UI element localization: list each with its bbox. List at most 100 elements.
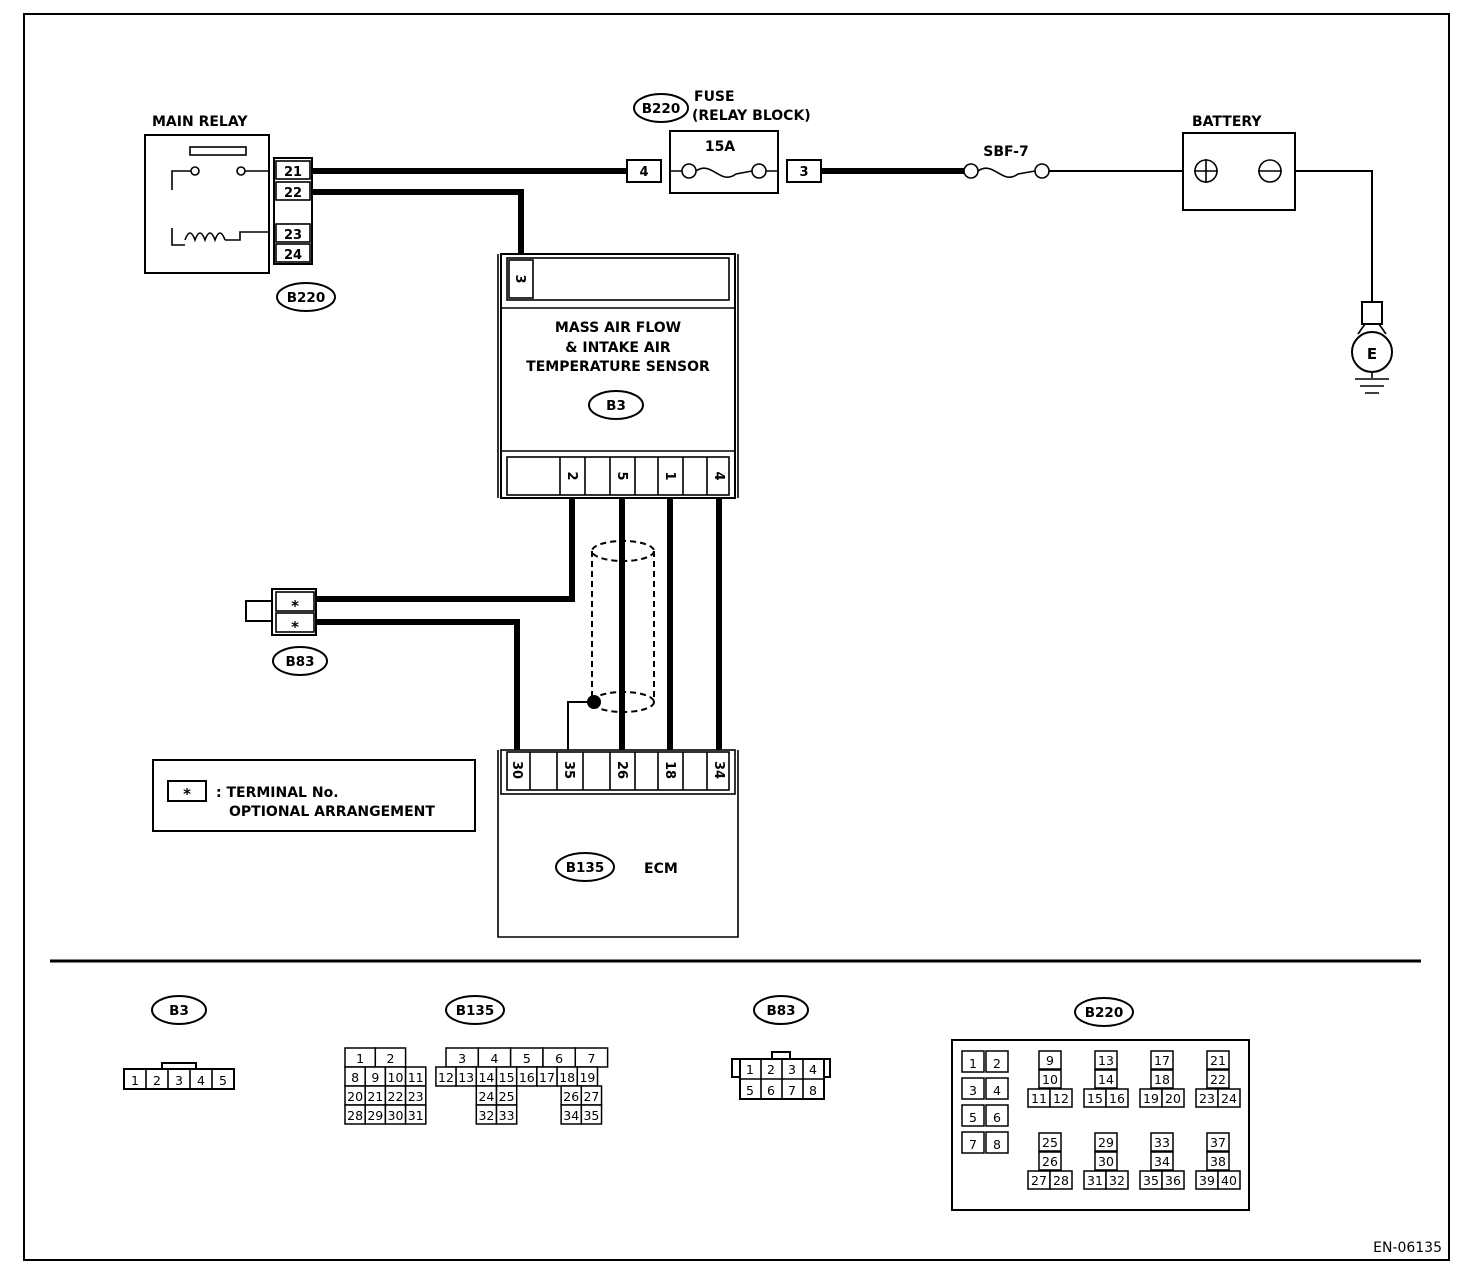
b135-view-pin-33-cell — [495, 1104, 518, 1125]
b220-view-pin-22: 22 — [1210, 1072, 1226, 1087]
b135-view-pin-14: 14 — [478, 1070, 494, 1085]
b135-view-pin-2: 2 — [386, 1051, 394, 1066]
b83-view-pin-1: 1 — [746, 1062, 754, 1077]
main-relay-label: MAIN RELAY — [152, 114, 248, 130]
b220-view-pin-6-cell — [985, 1104, 1009, 1127]
b83-view-pin-3: 3 — [788, 1062, 796, 1077]
b135-view-pin-35: 35 — [583, 1108, 599, 1123]
b220-view-pin-15: 15 — [1087, 1091, 1103, 1106]
fuse-label-relay-block: (RELAY BLOCK) — [692, 108, 811, 124]
b220-view-pin-37: 37 — [1210, 1135, 1226, 1150]
b220-view-pin-30-cell — [1094, 1151, 1118, 1171]
b220-view-pin-1: 1 — [969, 1056, 977, 1071]
legend: * : TERMINAL No. OPTIONAL ARRANGEMENT — [152, 759, 476, 832]
maf-label-line1: MASS AIR FLOW — [555, 320, 681, 336]
b220-view-pin-29: 29 — [1098, 1135, 1114, 1150]
b83-connector: * * B83 — [245, 588, 328, 676]
b220-view-pin-12-cell — [1049, 1088, 1073, 1108]
b220-view-pin-13: 13 — [1098, 1053, 1114, 1068]
b220-view-pin-9: 9 — [1046, 1053, 1054, 1068]
connector-view-b135-label: B135 — [456, 1003, 494, 1019]
b83-pin-optional-1: * — [291, 597, 299, 615]
b220-view-pin-8-cell — [985, 1131, 1009, 1154]
b220-view-pin-36: 36 — [1165, 1173, 1181, 1188]
wire-maf2-b83 — [316, 498, 575, 602]
b3-view-pin-2: 2 — [153, 1073, 161, 1088]
maf-pin-4: 4 — [711, 471, 726, 480]
b220-view-pin-40-cell — [1217, 1170, 1241, 1190]
fuse-rating: 15A — [705, 139, 735, 155]
ecm: 30 35 26 18 34 B135 ECM — [497, 749, 739, 938]
ecm-connector-id: B135 — [566, 860, 604, 876]
b135-view-pin-31-cell — [404, 1104, 427, 1125]
b220-view-pin-32-cell — [1105, 1170, 1129, 1190]
fuse-connector-id: B220 — [642, 101, 680, 117]
b220-view-pin-12: 12 — [1053, 1091, 1069, 1106]
b220-view-pin-14: 14 — [1098, 1072, 1114, 1087]
b135-view-pin-1: 1 — [356, 1051, 364, 1066]
main-relay-connector-id: B220 — [287, 290, 325, 306]
b220-view-pin-26: 26 — [1042, 1154, 1058, 1169]
b83-view-pin-4: 4 — [809, 1062, 817, 1077]
b220-view-pin-35: 35 — [1143, 1173, 1159, 1188]
b83-view-pin-8: 8 — [809, 1083, 817, 1098]
maf-pin-2: 2 — [564, 471, 579, 480]
b3-view-pin-1: 1 — [131, 1073, 139, 1088]
b135-view-pin-10: 10 — [388, 1070, 404, 1085]
b135-view-pin-8: 8 — [351, 1070, 359, 1085]
b3-view-pin-3: 3 — [175, 1073, 183, 1088]
maf-pin-3: 3 — [512, 274, 527, 283]
maf-connector-id: B3 — [606, 398, 626, 414]
connector-view-b220-label: B220 — [1085, 1005, 1123, 1021]
b220-view-pin-28: 28 — [1053, 1173, 1069, 1188]
b135-view-pin-16: 16 — [519, 1070, 535, 1085]
b135-view-pin-32: 32 — [478, 1108, 494, 1123]
b220-view-pin-24-cell — [1217, 1088, 1241, 1108]
b220-view-pin-14-cell — [1094, 1069, 1118, 1089]
b220-view-pin-33-cell — [1150, 1132, 1174, 1152]
shielded-cable — [567, 540, 655, 750]
b220-view-pin-10: 10 — [1042, 1072, 1058, 1087]
ecm-pin-18: 18 — [662, 761, 677, 779]
b135-view-pin-21: 21 — [367, 1089, 383, 1104]
b220-view-pin-34-cell — [1150, 1151, 1174, 1171]
b83-pin-optional-2: * — [291, 618, 299, 636]
ground-terminal: E — [1351, 301, 1393, 394]
b135-view-pin-34: 34 — [563, 1108, 579, 1123]
b220-view-pin-7-cell — [961, 1131, 985, 1154]
fuse-label: FUSE — [694, 89, 735, 105]
b135-view-pin-19: 19 — [579, 1070, 595, 1085]
wires — [312, 168, 1373, 750]
b135-view-pin-13: 13 — [458, 1070, 474, 1085]
b135-view-pin-30: 30 — [388, 1108, 404, 1123]
b135-view-pin-20: 20 — [347, 1089, 363, 1104]
diagram-frame — [23, 13, 1450, 1261]
legend-line2: OPTIONAL ARRANGEMENT — [229, 804, 435, 820]
b220-view-pin-38-cell — [1206, 1151, 1230, 1171]
figure-id: EN-06135 — [1373, 1240, 1442, 1256]
b220-view-pin-4: 4 — [993, 1083, 1001, 1098]
b220-view-pin-21: 21 — [1210, 1053, 1226, 1068]
main-relay-pin-24: 24 — [284, 248, 302, 263]
b220-view-pin-40: 40 — [1221, 1173, 1237, 1188]
b220-view-pin-36-cell — [1161, 1170, 1185, 1190]
b220-view-pin-3-cell — [961, 1077, 985, 1100]
b220-view-pin-21-cell — [1206, 1050, 1230, 1070]
b220-view-pin-31: 31 — [1087, 1173, 1103, 1188]
ground-label: E — [1367, 345, 1377, 363]
b135-view-pin-28: 28 — [347, 1108, 363, 1123]
b83-view-pin-5: 5 — [746, 1083, 754, 1098]
wire-battery-ground — [1295, 170, 1373, 302]
b135-view-pin-24: 24 — [478, 1089, 494, 1104]
b220-view-pin-17: 17 — [1154, 1053, 1170, 1068]
main-relay-pin-22: 22 — [284, 186, 302, 201]
b220-view-pin-8: 8 — [993, 1137, 1001, 1152]
connector-view-b83: B83 1 2 3 4 5 6 7 8 — [731, 995, 831, 1100]
b220-view-pin-16-cell — [1105, 1088, 1129, 1108]
b220-view-pin-16: 16 — [1109, 1091, 1125, 1106]
b220-view-pin-5: 5 — [969, 1110, 977, 1125]
b135-view-pin-6: 6 — [555, 1051, 563, 1066]
b220-view-pin-9-cell — [1038, 1050, 1062, 1070]
b83-view-pin-6: 6 — [767, 1083, 775, 1098]
connector-view-b83-label: B83 — [766, 1003, 795, 1019]
